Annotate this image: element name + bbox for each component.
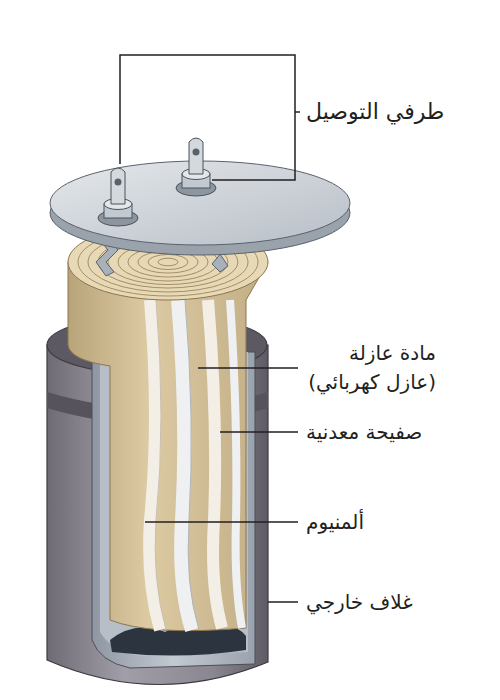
leader-lines [120,55,300,602]
terminal [98,168,138,226]
part-label: صفيحة معدنية [306,418,422,447]
insulating-strip [208,300,222,628]
part-label: مادة عازلة (عازل كهربائي) [306,339,436,397]
insulating-strip [149,300,160,630]
metal-strip [230,300,242,628]
part-label: غلاف خارجي [306,588,413,617]
part-label: ألمنيوم [306,508,364,537]
strip-edge [185,300,199,630]
strip-edge [155,300,166,630]
part-label: طرفي التوصيل [306,96,444,128]
winding-roll [68,262,268,631]
terminal [176,138,216,196]
